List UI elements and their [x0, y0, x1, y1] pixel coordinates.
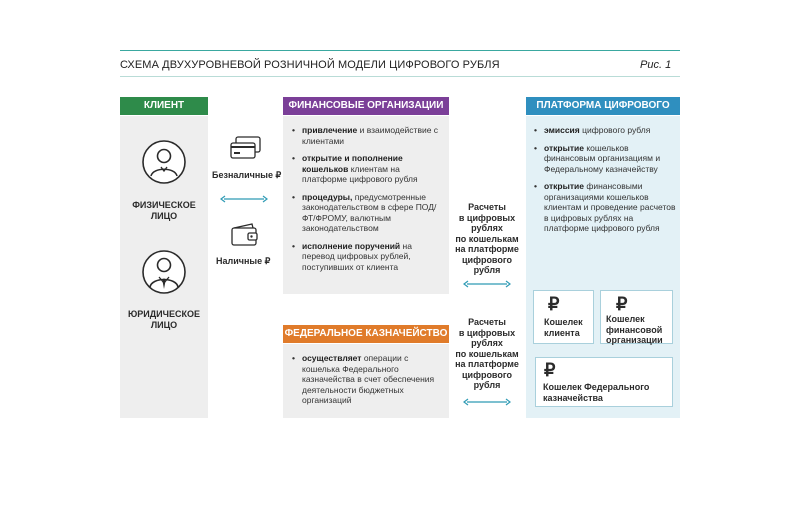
list-item: открытие кошельков финансовым организаци…: [532, 143, 676, 175]
individual-person-icon: [142, 140, 186, 184]
figure-label: Рис. 1: [640, 59, 672, 71]
treasury-list: осуществляет операции с кошелька Федерал…: [290, 353, 442, 413]
fin-platform-arrow: [463, 280, 511, 288]
list-item: исполнение поручений на перевод цифровых…: [290, 241, 442, 273]
financial-orgs-list: привлечение и взаимодействие с клиентами…: [290, 125, 442, 279]
platform-list: эмиссия цифрового рубля открытие кошельк…: [532, 125, 676, 241]
ruble-icon: ₽: [544, 360, 556, 380]
list-item: эмиссия цифрового рубля: [532, 125, 676, 136]
treasury-platform-arrow: [463, 398, 511, 406]
top-rule: [120, 50, 680, 51]
ruble-icon: ₽: [616, 294, 628, 314]
legal-entity-person-icon: [142, 250, 186, 294]
title-rule: [120, 76, 680, 77]
treasury-header: ФЕДЕРАЛЬНОЕ КАЗНАЧЕЙСТВО: [283, 325, 449, 343]
client-fin-arrow: [220, 195, 268, 203]
platform-header: ПЛАТФОРМА ЦИФРОВОГО РУБЛЯ: [526, 97, 680, 129]
credit-cards-icon: [230, 136, 261, 159]
financial-orgs-header: ФИНАНСОВЫЕ ОРГАНИЗАЦИИ: [283, 97, 449, 115]
list-item: привлечение и взаимодействие с клиентами: [290, 125, 442, 146]
list-item: процедуры, предусмотренные законодательс…: [290, 192, 442, 234]
cashless-label: Безналичные ₽: [212, 170, 282, 180]
cash-label: Наличные ₽: [216, 256, 271, 266]
wallet-icon: [231, 223, 258, 246]
page-title: СХЕМА ДВУХУРОВНЕВОЙ РОЗНИЧНОЙ МОДЕЛИ ЦИФ…: [120, 59, 500, 71]
list-item: открытие финансовыми организациями кошел…: [532, 181, 676, 234]
ruble-icon: ₽: [548, 294, 560, 314]
list-item: открытие и пополнение кошельков клиентам…: [290, 153, 442, 185]
list-item: осуществляет операции с кошелька Федерал…: [290, 353, 442, 406]
client-header: КЛИЕНТ: [120, 97, 208, 115]
